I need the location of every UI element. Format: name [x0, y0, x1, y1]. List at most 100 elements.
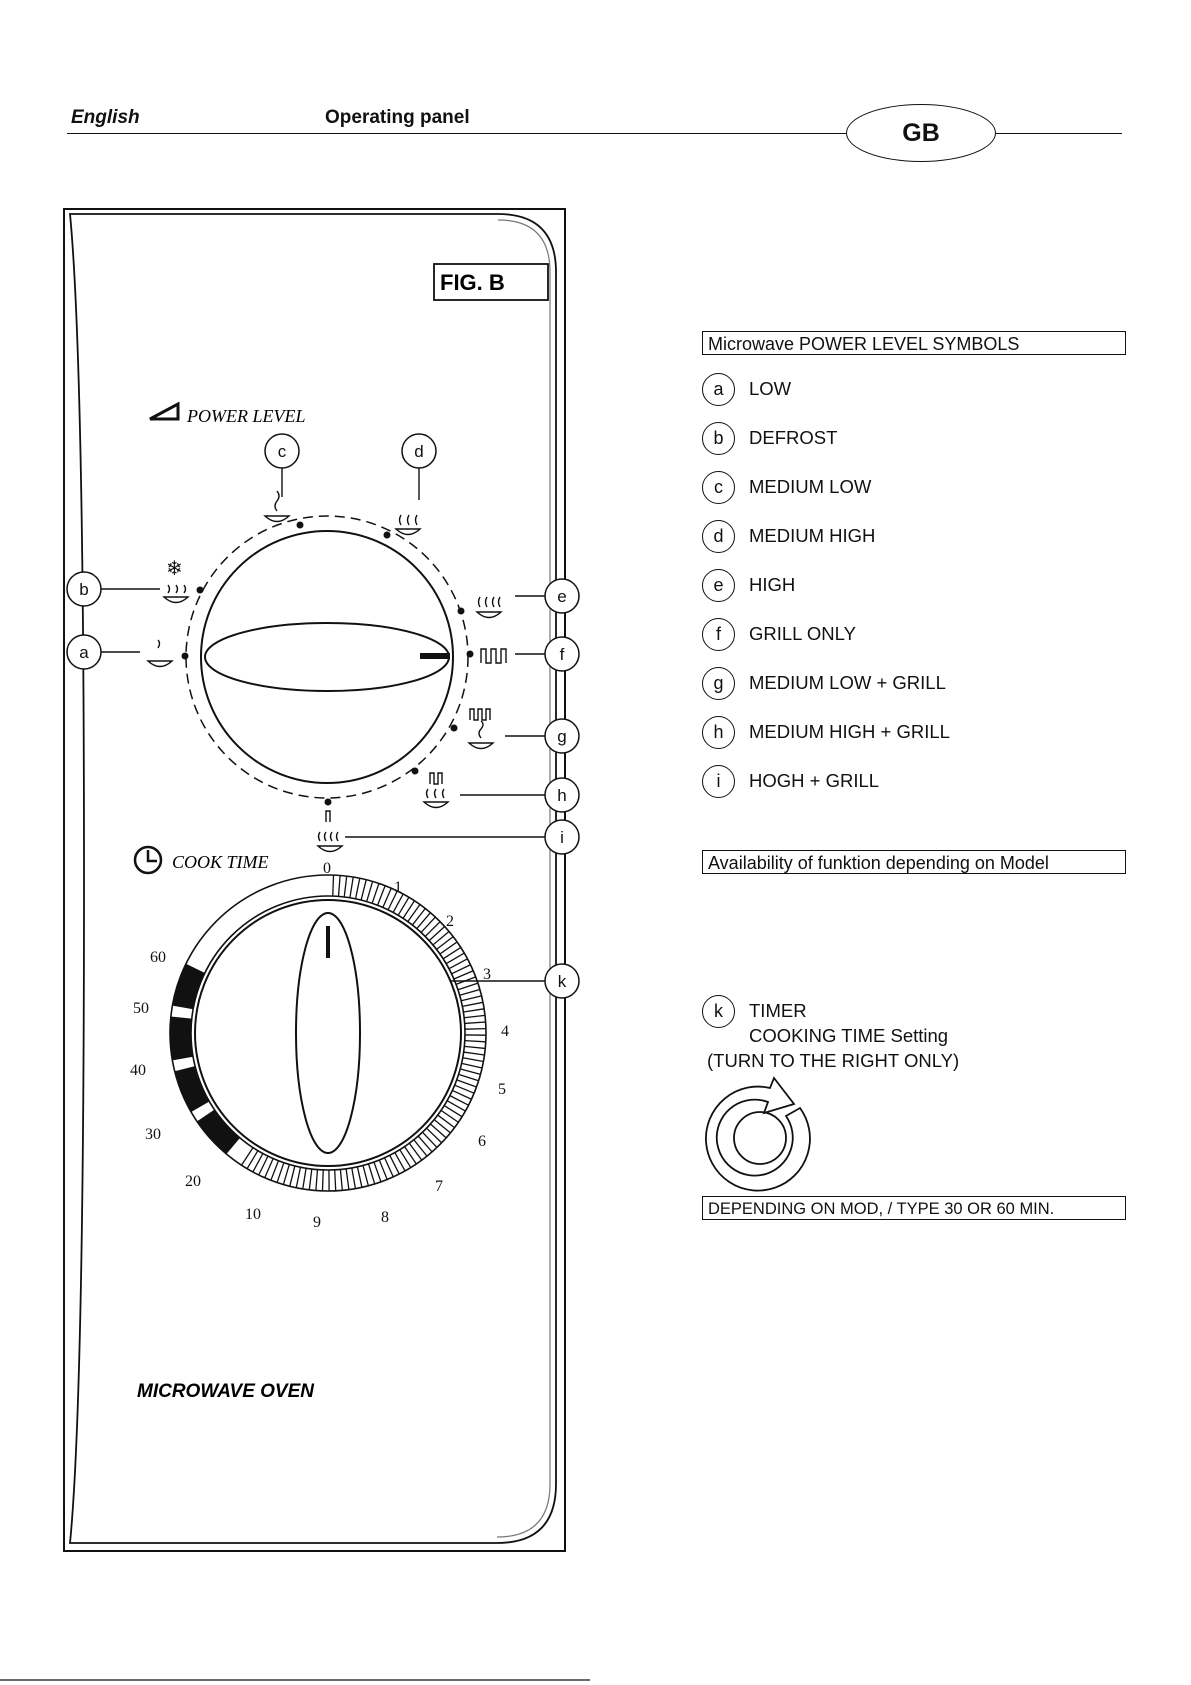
- timer-fine-tick: [453, 970, 474, 980]
- timer-fine-tick: [343, 876, 348, 898]
- timer-coarse-block: [174, 1066, 210, 1112]
- timer-fine-tick: [462, 1057, 484, 1063]
- timer-fine-tick: [456, 1079, 477, 1088]
- legend-label-g: MEDIUM LOW + GRILL: [749, 672, 946, 693]
- timer-legend: k TIMER COOKING TIME Setting: [702, 995, 948, 1048]
- callout-b: b: [79, 580, 88, 599]
- country-badge: GB: [846, 104, 996, 162]
- dot-d: [383, 531, 391, 539]
- power-knob-dashed-ring: [185, 515, 469, 799]
- timer-coarse-block: [170, 1016, 194, 1061]
- timer-fine-tick: [413, 1139, 428, 1157]
- header-title: Operating panel: [325, 107, 470, 128]
- timer-fine-tick: [315, 1169, 319, 1191]
- timer-fine-tick: [376, 885, 386, 906]
- timer-fine-tick: [458, 1073, 479, 1082]
- timer-fine-tick: [332, 875, 335, 897]
- timer-fine-tick: [433, 1119, 451, 1134]
- dot-c: [296, 521, 304, 529]
- timer-fine-tick: [371, 883, 380, 904]
- power-legend-title-text: Microwave POWER LEVEL SYMBOLS: [708, 334, 1020, 354]
- legend-item-g: g MEDIUM LOW + GRILL: [702, 665, 950, 701]
- legend-item-h: h MEDIUM HIGH + GRILL: [702, 714, 950, 750]
- timer-fine-tick: [392, 893, 404, 913]
- header-language: English: [71, 107, 140, 128]
- timer-fine-tick: [407, 904, 421, 922]
- timer-fine-tick: [387, 890, 398, 911]
- callout-f: f: [560, 645, 565, 664]
- legend-key-g: g: [702, 666, 735, 700]
- dot-e: [457, 607, 465, 615]
- timer-fine-tick: [464, 1014, 486, 1019]
- power-level-icon: [149, 401, 180, 421]
- timer-coarse-block: [197, 1109, 240, 1155]
- legend-key-b: b: [702, 421, 735, 455]
- legend-key-c: c: [702, 470, 735, 504]
- symbol-medium-low-icon: [263, 490, 291, 523]
- timer-fine-tick: [443, 1105, 463, 1118]
- dot-a: [181, 652, 189, 660]
- timer-fine-tick: [436, 936, 454, 950]
- timer-fine-tick: [360, 879, 367, 901]
- symbol-high-grill-icon: [316, 810, 344, 853]
- timer-num-30: 30: [145, 1126, 161, 1143]
- timer-fine-tick: [446, 1100, 466, 1112]
- figure-label-box: [433, 263, 549, 301]
- timer-fine-tick: [426, 1127, 443, 1144]
- timer-fine-tick: [461, 995, 482, 1002]
- timer-fine-tick: [408, 1142, 423, 1161]
- timer-fine-tick: [440, 1109, 459, 1123]
- figure-label: FIG. B: [440, 270, 505, 295]
- callout-leaders: [100, 468, 545, 982]
- legend-label-c: MEDIUM LOW: [749, 476, 872, 497]
- legend-label-b: DEFROST: [749, 427, 838, 448]
- timer-num-1: 1: [394, 879, 402, 896]
- timer-fine-tick: [428, 925, 446, 942]
- timer-fine-tick: [382, 887, 392, 908]
- symbol-low-icon: [146, 639, 174, 668]
- timer-fine-tick: [337, 875, 341, 897]
- dot-i: [324, 798, 332, 806]
- timer-fine-tick: [432, 930, 450, 946]
- timer-fine-tick: [452, 1089, 472, 1100]
- timer-fine-tick: [449, 1095, 469, 1106]
- callout-c: c: [278, 442, 287, 461]
- availability-note-text: Availability of funktion depending on Mo…: [708, 853, 1049, 873]
- legend-label-i: HOGH + GRILL: [749, 770, 880, 791]
- timer-fine-tick: [448, 958, 468, 970]
- timer-fine-tick: [308, 1168, 313, 1190]
- legend-key-d: d: [702, 519, 735, 553]
- legend-label-h: MEDIUM HIGH + GRILL: [749, 721, 950, 742]
- symbol-snowflake-icon: ❄: [166, 558, 183, 580]
- timer-fine-tick: [422, 1131, 438, 1148]
- symbol-high-icon: [475, 596, 503, 619]
- availability-note: Availability of funktion depending on Mo…: [702, 850, 1126, 874]
- timer-fine-tick: [289, 1165, 296, 1187]
- timer-num-60: 60: [150, 949, 166, 966]
- timer-fine-tick: [462, 1001, 484, 1008]
- timer-fine-tick: [345, 1168, 350, 1190]
- symbol-medium-low-grill-icon: [467, 708, 495, 750]
- power-symbols: ❄: [146, 490, 507, 853]
- power-legend-title: Microwave POWER LEVEL SYMBOLS: [702, 331, 1126, 355]
- symbol-medium-high-grill-icon: [422, 772, 450, 809]
- timer-fine-tick: [464, 1027, 486, 1030]
- timer-fine-tick: [366, 881, 374, 902]
- dot-g: [450, 724, 458, 732]
- timer-fine-tick: [351, 1167, 357, 1189]
- timer-fine-tick: [464, 1039, 486, 1043]
- timer-fine-tick: [404, 1146, 417, 1165]
- legend-key-h: h: [702, 715, 735, 749]
- timer-fine-tick: [295, 1167, 302, 1188]
- timer-fine-tick: [445, 952, 465, 965]
- legend-label-f: GRILL ONLY: [749, 623, 856, 644]
- callout-g: g: [557, 727, 566, 746]
- dot-h: [411, 767, 419, 775]
- turn-right-arrow-icon: [705, 1076, 811, 1192]
- legend-item-b: b DEFROST: [702, 420, 950, 456]
- legend-key-f: f: [702, 617, 735, 651]
- timer-fine-tick: [321, 1169, 324, 1191]
